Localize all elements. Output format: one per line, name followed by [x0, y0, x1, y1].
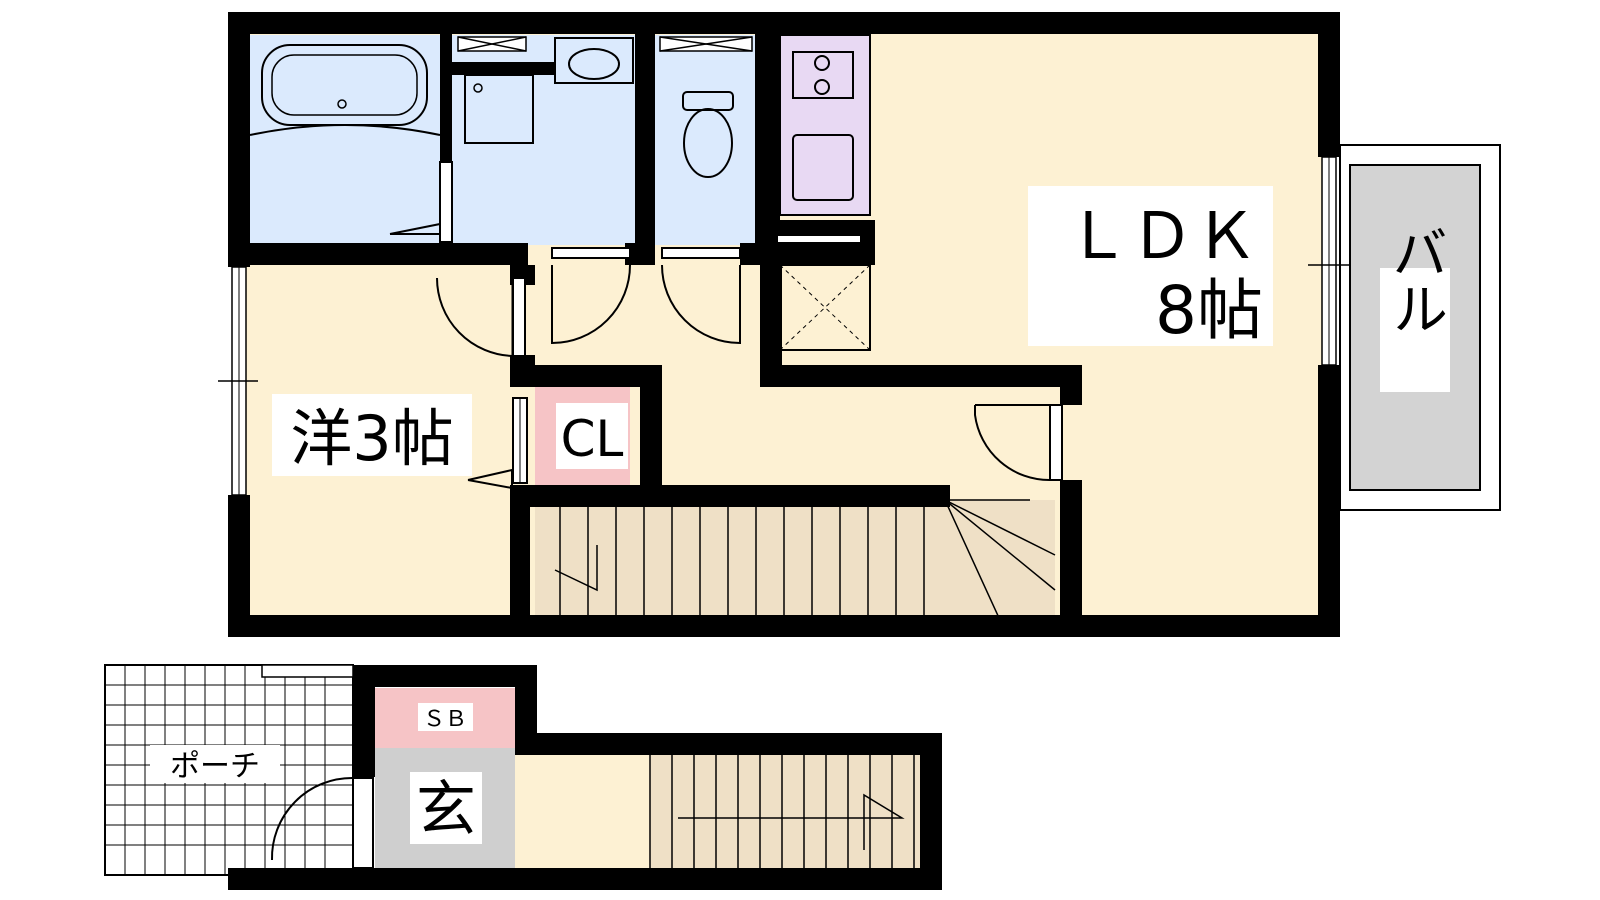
stairs-upper — [535, 500, 1055, 620]
bathtub-inner — [271, 54, 418, 116]
washbasin-counter — [554, 37, 634, 84]
entrance-label-bg — [410, 772, 482, 844]
balcony-label: バル — [1383, 224, 1448, 336]
porch-step — [261, 664, 354, 678]
sink-icon — [792, 134, 854, 201]
stairs-upper-treads — [559, 499, 1056, 621]
bath-wall-curve — [249, 124, 441, 136]
toilet-bowl-icon — [683, 108, 733, 178]
kitchen-counter — [779, 34, 871, 216]
ldk-label-bg — [1028, 186, 1273, 346]
vent-icons — [457, 36, 753, 52]
shoebox-label: ＳＢ — [423, 707, 467, 732]
porch-tiles — [105, 665, 353, 875]
washbasin-icon — [568, 48, 620, 80]
shoebox-label-bg — [418, 703, 473, 731]
walls-upper — [228, 12, 1340, 637]
ldk-label: ＬＤＫ — [1066, 200, 1258, 274]
closet-label: CL — [561, 410, 624, 468]
lower-hall — [515, 755, 650, 870]
drain-icon — [337, 99, 347, 109]
doors-upper — [389, 161, 1063, 490]
entrance-label: 玄 — [416, 775, 476, 845]
western-room-label: 洋3帖 — [290, 402, 453, 475]
stairs-arrow-icon — [554, 545, 598, 592]
walls-lower — [228, 665, 942, 890]
window-right — [1308, 156, 1350, 366]
kitchen-partition-white — [778, 236, 860, 242]
bathtub-icon — [261, 44, 428, 126]
porch-label: ポーチ — [170, 749, 260, 784]
western-label-bg — [272, 394, 472, 476]
window-left — [218, 266, 258, 496]
balcony-label-bg — [1380, 268, 1450, 392]
stove-burner-icon — [814, 79, 830, 95]
closet-label-bg — [556, 403, 628, 469]
washer-drain-icon — [473, 83, 483, 93]
porch-label-bg — [150, 745, 280, 783]
toilet-floor — [655, 35, 755, 245]
stairs-lower-treads — [649, 755, 915, 870]
stove-burner-icon — [814, 55, 830, 71]
entrance-door — [270, 776, 374, 869]
stove-top — [792, 51, 854, 99]
stairs-lower-arrow-icon — [678, 793, 905, 850]
stairs-lower — [650, 755, 920, 870]
ldk-size-label: 8帖 — [1155, 272, 1263, 349]
